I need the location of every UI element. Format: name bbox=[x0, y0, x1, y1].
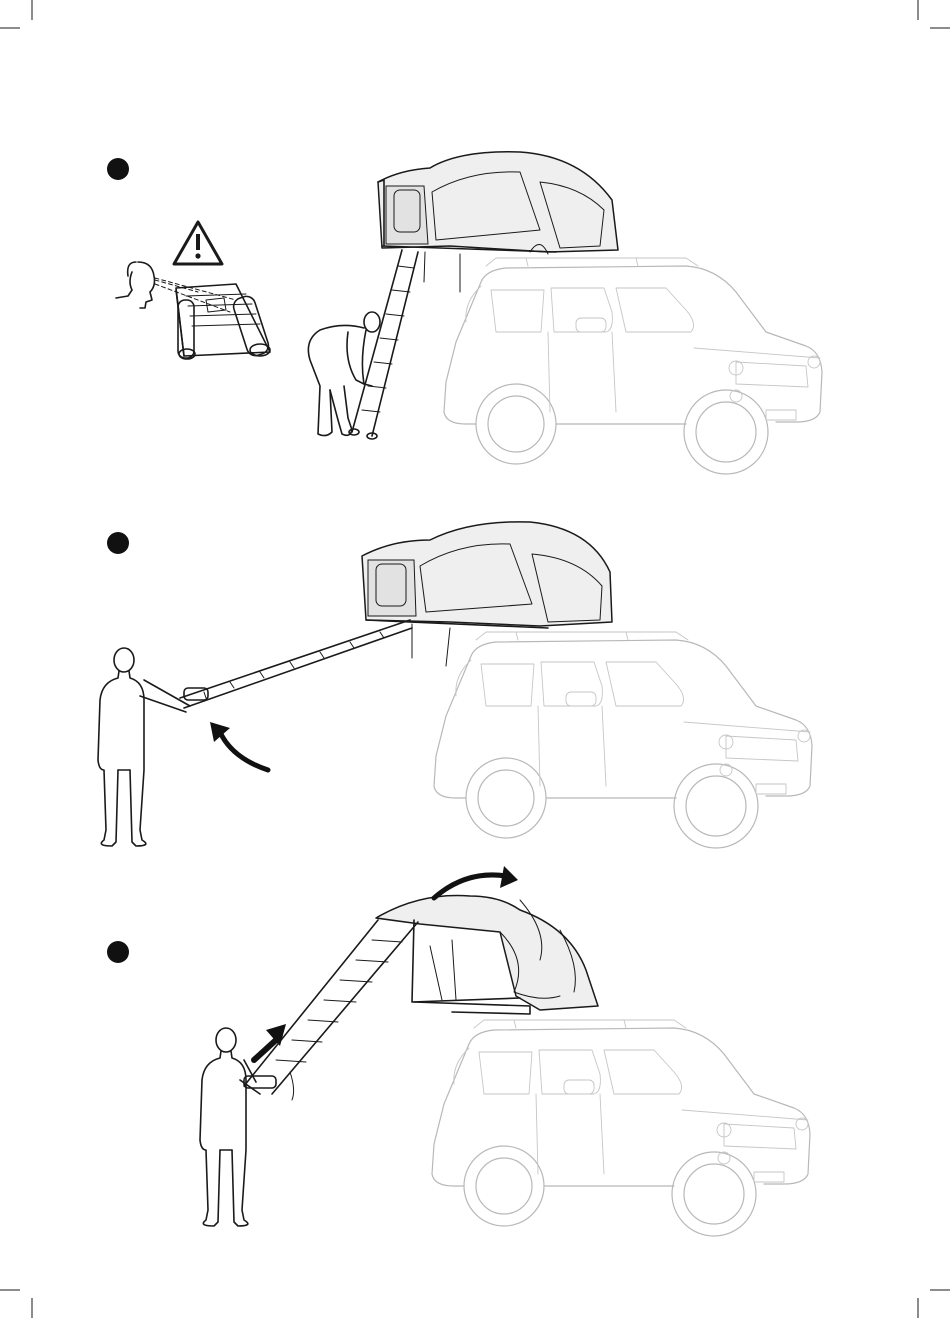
step-3-marker bbox=[107, 941, 129, 963]
vehicle-ghost bbox=[432, 1020, 810, 1236]
inspector-figure bbox=[116, 262, 236, 312]
person-pushing-ladder bbox=[200, 1028, 248, 1226]
person-lowering-ladder bbox=[308, 312, 380, 436]
rooftop-tent-opening bbox=[376, 895, 598, 1014]
vehicle-ghost bbox=[434, 632, 812, 848]
step-1-marker bbox=[107, 158, 129, 180]
warning-triangle-icon bbox=[174, 222, 222, 264]
folded-ladder-detail bbox=[176, 284, 271, 359]
step-3-panel bbox=[107, 866, 810, 1236]
person-lifting-ladder bbox=[98, 648, 146, 846]
vehicle-ghost bbox=[444, 258, 822, 474]
ladder-extended bbox=[180, 620, 412, 708]
curved-arrow-icon bbox=[210, 722, 268, 770]
ladder-pushed-up bbox=[244, 920, 418, 1100]
rooftop-tent bbox=[362, 522, 612, 628]
step-2-panel bbox=[98, 522, 812, 848]
curved-arrow-icon bbox=[434, 866, 518, 898]
ladder-lowered bbox=[349, 250, 418, 439]
step-1-panel bbox=[107, 152, 822, 474]
step-2-marker bbox=[107, 532, 129, 554]
rooftop-tent bbox=[378, 152, 618, 254]
